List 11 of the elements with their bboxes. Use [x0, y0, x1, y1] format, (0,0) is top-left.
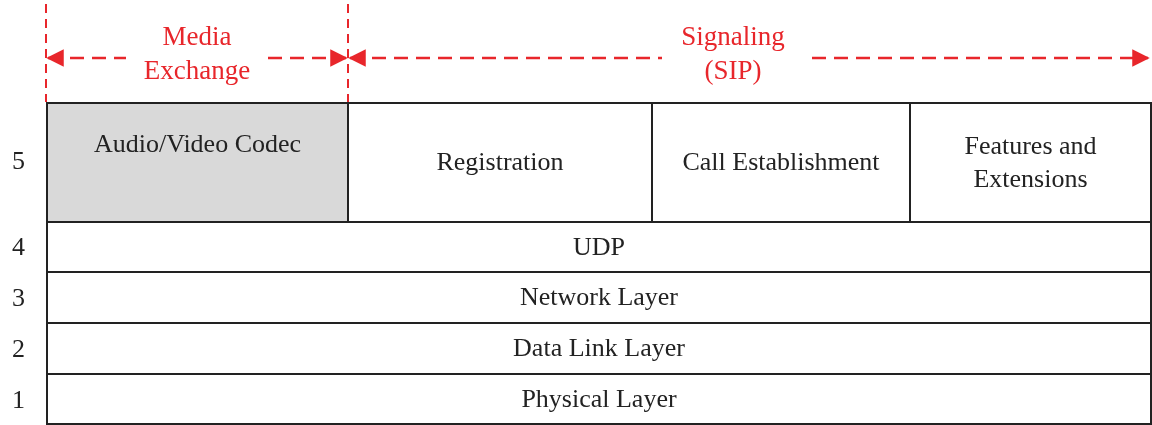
- layer-number: 1: [12, 385, 25, 415]
- layer-bar: Network Layer: [46, 271, 1152, 324]
- layer-number: 2: [12, 334, 25, 364]
- layer-bar: UDP: [46, 221, 1152, 273]
- layer-bar: Physical Layer: [46, 373, 1152, 425]
- layer-number: 3: [12, 283, 25, 313]
- layer-bar: Data Link Layer: [46, 322, 1152, 375]
- layer-number: 4: [12, 232, 25, 262]
- protocol-box: Features and Extensions: [909, 102, 1152, 223]
- layer-number: 5: [12, 146, 25, 176]
- protocol-box: Audio/Video Codec: [46, 102, 349, 223]
